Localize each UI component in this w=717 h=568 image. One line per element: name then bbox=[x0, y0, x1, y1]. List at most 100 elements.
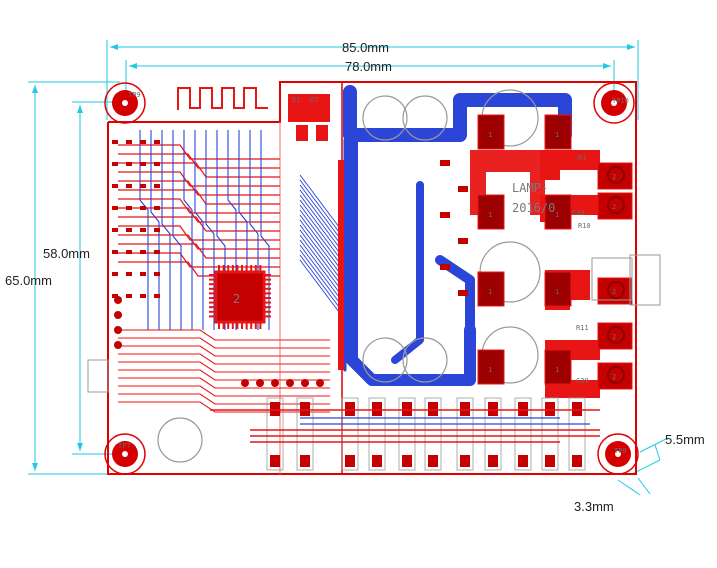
header-pin bbox=[316, 379, 324, 387]
mounting-hole-top-left: TP9 bbox=[104, 82, 146, 124]
mosfet-pad bbox=[544, 194, 572, 230]
bottom-pad bbox=[345, 402, 355, 416]
signal-trace-red bbox=[118, 171, 280, 187]
smd-pad bbox=[112, 294, 118, 298]
bottom-pad bbox=[270, 455, 280, 467]
bottom-pad bbox=[300, 402, 310, 416]
mcu-pin bbox=[209, 287, 215, 290]
signal-trace-blue bbox=[183, 130, 193, 330]
bottom-pad bbox=[545, 402, 555, 416]
mosfet-pad bbox=[477, 114, 505, 150]
c33-label: C33 bbox=[572, 209, 585, 217]
signal-trace-blue bbox=[194, 130, 204, 330]
smd-pad bbox=[112, 162, 118, 166]
bus-trace bbox=[299, 209, 346, 271]
mcu-pin bbox=[250, 323, 253, 329]
smd-pad bbox=[140, 206, 146, 210]
bus-trace bbox=[299, 219, 346, 281]
pad-outline bbox=[568, 397, 586, 471]
mcu-pin bbox=[209, 274, 215, 276]
pad-outline bbox=[398, 397, 416, 471]
bottom-pad bbox=[572, 402, 582, 416]
mcu-pin bbox=[265, 292, 271, 295]
header-pin bbox=[241, 379, 249, 387]
smd-pad bbox=[126, 140, 132, 144]
capacitor-outlines bbox=[157, 89, 541, 463]
smd-pad bbox=[140, 228, 146, 232]
signal-trace-red bbox=[118, 216, 280, 232]
bottom-pad bbox=[460, 402, 470, 416]
smd-pad bbox=[154, 272, 160, 276]
pad-outline bbox=[424, 397, 442, 471]
header-pin bbox=[271, 379, 279, 387]
mcu-pin bbox=[209, 278, 215, 281]
connector-hole bbox=[607, 281, 625, 299]
pad-outline bbox=[266, 397, 284, 471]
bottom-pad bbox=[345, 455, 355, 467]
pad-outline bbox=[296, 397, 314, 471]
mcu-pin bbox=[209, 306, 215, 309]
pad-outline bbox=[368, 397, 386, 471]
dimension-arrows bbox=[32, 44, 635, 471]
dim-hole-offset-y: 3.3mm bbox=[574, 499, 614, 514]
mcu-pin bbox=[250, 265, 253, 271]
connector-outline bbox=[591, 257, 633, 301]
header-pin bbox=[114, 341, 122, 349]
mosfet-pin-marker: 1 bbox=[555, 366, 559, 374]
smd-pad bbox=[112, 206, 118, 210]
mcu-pin bbox=[227, 323, 230, 329]
r1-label: R1 bbox=[578, 154, 586, 162]
silk-date: 2016/0 bbox=[512, 201, 555, 215]
mcu-pin bbox=[227, 265, 230, 271]
smd-pad bbox=[154, 294, 160, 298]
mounting-hole-bottom-left: TP7 bbox=[104, 433, 146, 475]
bottom-pad bbox=[460, 455, 470, 467]
bottom-traces bbox=[210, 409, 600, 443]
smd-pad bbox=[458, 186, 468, 192]
bus-trace bbox=[299, 194, 346, 256]
bottom-pad bbox=[300, 455, 310, 467]
mcu-pin bbox=[209, 297, 215, 299]
signal-trace-red bbox=[118, 198, 280, 214]
mcu-pin bbox=[265, 297, 271, 299]
r10-label: R10 bbox=[578, 222, 591, 230]
header-pin bbox=[301, 379, 309, 387]
signal-trace-red bbox=[118, 189, 280, 205]
mcu-pin bbox=[236, 265, 239, 271]
mcu-chip: 2 bbox=[209, 265, 271, 329]
mcu-pin bbox=[265, 287, 271, 290]
mcu-pin bbox=[209, 283, 215, 286]
mounting-hole-top-right: TP10 bbox=[593, 82, 635, 124]
header-pin bbox=[286, 379, 294, 387]
mounting-hole-bottom-right: TP8 bbox=[597, 433, 639, 475]
connector-marker: 2 bbox=[612, 173, 616, 181]
signal-trace-red bbox=[118, 337, 330, 349]
smd-pad bbox=[440, 212, 450, 218]
bottom-pad bbox=[402, 455, 412, 467]
smd-pad bbox=[112, 184, 118, 188]
bus-trace bbox=[299, 214, 346, 276]
d1-label: D1 bbox=[292, 96, 300, 104]
pad-outline bbox=[341, 397, 359, 471]
header-pin bbox=[114, 296, 122, 304]
smd-pad bbox=[126, 294, 132, 298]
silk-lamp: LAMP- bbox=[512, 181, 548, 195]
bus-trace bbox=[299, 174, 346, 236]
bottom-pad bbox=[402, 402, 412, 416]
bottom-pad bbox=[545, 455, 555, 467]
connector-hole bbox=[607, 196, 625, 214]
smd-pad bbox=[126, 206, 132, 210]
left-edge-connector bbox=[87, 254, 661, 393]
bottom-pad bbox=[372, 402, 382, 416]
mcu-pin bbox=[245, 265, 248, 271]
bus-trace bbox=[299, 204, 346, 266]
smd-pad bbox=[154, 140, 160, 144]
mcu-pin bbox=[259, 265, 262, 271]
signal-trace-red bbox=[118, 377, 330, 389]
mosfet-pin-marker: 1 bbox=[488, 288, 492, 296]
signal-trace-red bbox=[118, 345, 330, 357]
bottom-pad bbox=[270, 402, 280, 416]
